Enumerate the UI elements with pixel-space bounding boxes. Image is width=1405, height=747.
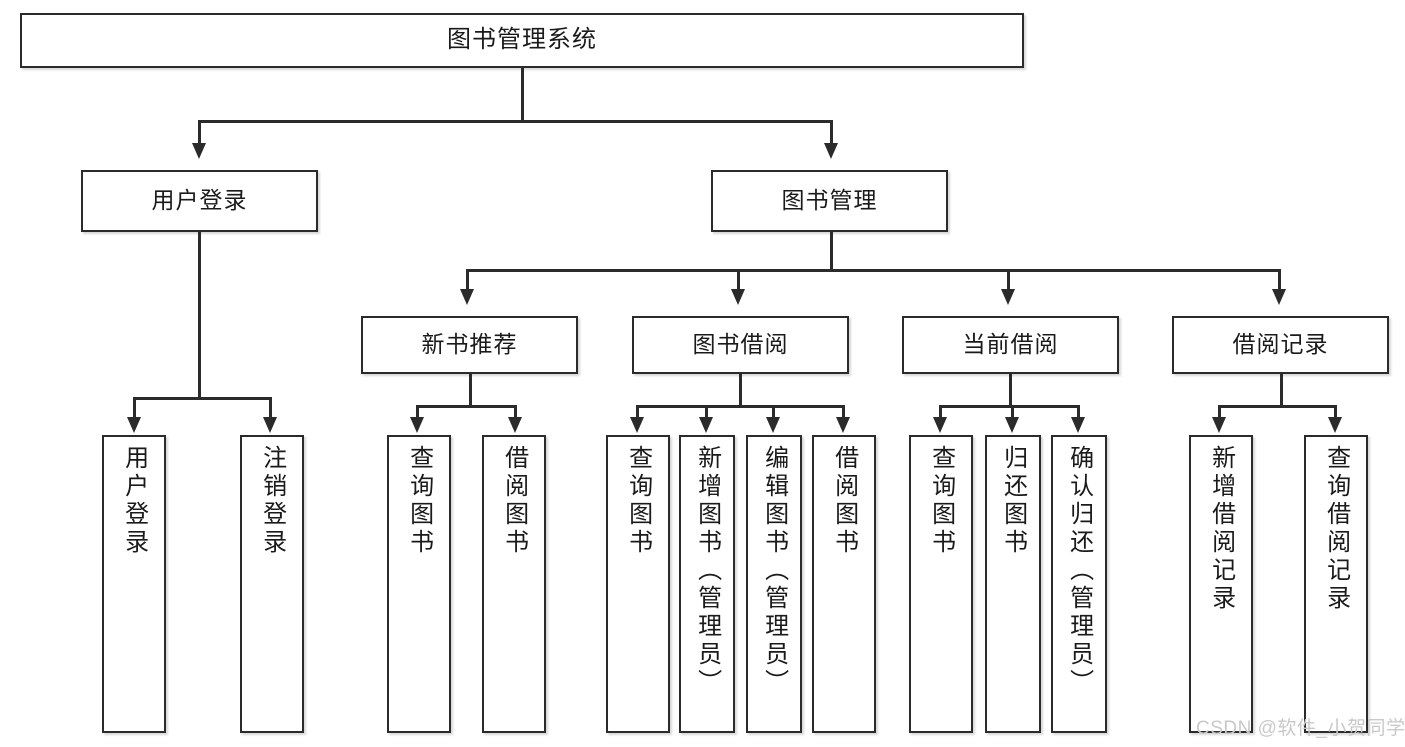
edge-cb-bus xyxy=(939,405,1080,408)
arrow-to-leaf-query-record xyxy=(1328,417,1342,433)
edge-user-login-drop-2 xyxy=(269,397,272,419)
node-leaf-confirm-return[interactable]: 确认归还（管理员） xyxy=(1051,435,1107,733)
edge-root-drop-book xyxy=(830,120,833,145)
arrow-to-leaf-add-book xyxy=(699,417,713,433)
edge-book-manage-drop-1 xyxy=(466,269,469,291)
node-leaf-return-book[interactable]: 归还图书 xyxy=(985,435,1041,733)
arrow-to-new-book-recommend xyxy=(460,289,474,305)
arrow-to-leaf-borrow-book xyxy=(836,417,850,433)
edge-nbr-drop-1 xyxy=(416,405,419,419)
edge-book-manage-bus xyxy=(466,269,1280,272)
arrow-to-current-borrow xyxy=(1001,289,1015,305)
node-leaf-borrow-book-rec-label: 借阅图书 xyxy=(500,445,528,557)
node-leaf-add-record[interactable]: 新增借阅记录 xyxy=(1189,435,1253,733)
node-leaf-return-book-label: 归还图书 xyxy=(999,445,1027,557)
edge-br-stem xyxy=(1280,374,1283,407)
arrow-to-leaf-borrow-book-rec xyxy=(508,417,522,433)
edge-cb-stem xyxy=(1009,374,1012,407)
node-leaf-query-book-rec[interactable]: 查询图书 xyxy=(387,435,451,733)
edge-root-stem xyxy=(521,68,524,121)
arrow-to-leaf-edit-book xyxy=(766,417,780,433)
node-user-login[interactable]: 用户登录 xyxy=(81,170,318,232)
node-leaf-query-book-borrow-label: 查询图书 xyxy=(624,445,652,557)
edge-root-bus xyxy=(198,120,832,123)
arrow-to-leaf-query-book-borrow xyxy=(630,417,644,433)
node-root-label: 图书管理系统 xyxy=(447,26,597,54)
edge-br-bus xyxy=(1218,405,1336,408)
node-root[interactable]: 图书管理系统 xyxy=(20,13,1024,68)
node-user-login-label: 用户登录 xyxy=(151,187,248,214)
arrow-to-borrow-record xyxy=(1272,289,1286,305)
node-leaf-edit-book-label: 编辑图书（管理员） xyxy=(760,445,788,697)
edge-book-manage-stem xyxy=(830,232,833,271)
node-new-book-recommend-label: 新书推荐 xyxy=(421,331,518,358)
arrow-to-leaf-return-book xyxy=(1005,417,1019,433)
edge-bb-stem xyxy=(739,374,742,407)
node-leaf-borrow-book-label: 借阅图书 xyxy=(830,445,858,557)
edge-bb-drop-1 xyxy=(636,405,639,419)
arrow-to-leaf-add-record xyxy=(1212,417,1226,433)
edge-bb-drop-3 xyxy=(772,405,775,419)
node-current-borrow[interactable]: 当前借阅 xyxy=(902,316,1119,374)
node-leaf-query-book-cur[interactable]: 查询图书 xyxy=(909,435,973,733)
arrow-to-user-login xyxy=(192,143,206,159)
arrow-to-book-manage xyxy=(824,143,838,159)
arrow-to-leaf-logout xyxy=(263,417,277,433)
node-leaf-logout-label: 注销登录 xyxy=(258,445,286,557)
arrow-to-leaf-query-book-cur xyxy=(933,417,947,433)
node-current-borrow-label: 当前借阅 xyxy=(962,331,1059,358)
edge-cb-drop-2 xyxy=(1011,405,1014,419)
edge-book-manage-drop-2 xyxy=(737,269,740,291)
node-leaf-query-record-label: 查询借阅记录 xyxy=(1322,445,1350,613)
node-borrow-record-label: 借阅记录 xyxy=(1232,331,1329,358)
node-leaf-confirm-return-label: 确认归还（管理员） xyxy=(1065,445,1093,697)
node-leaf-edit-book[interactable]: 编辑图书（管理员） xyxy=(746,435,802,733)
edge-br-drop-2 xyxy=(1334,405,1337,419)
node-book-borrow-label: 图书借阅 xyxy=(692,331,789,358)
node-leaf-query-book-rec-label: 查询图书 xyxy=(405,445,433,557)
edge-bb-drop-4 xyxy=(842,405,845,419)
node-leaf-query-book-borrow[interactable]: 查询图书 xyxy=(606,435,670,733)
node-book-manage[interactable]: 图书管理 xyxy=(711,170,948,232)
edge-bb-bus xyxy=(636,405,844,408)
edge-nbr-drop-2 xyxy=(514,405,517,419)
node-leaf-add-book-label: 新增图书（管理员） xyxy=(693,445,721,697)
node-leaf-user-login-label: 用户登录 xyxy=(120,445,148,557)
edge-br-drop-1 xyxy=(1218,405,1221,419)
arrow-to-leaf-query-book-rec xyxy=(410,417,424,433)
node-leaf-add-book[interactable]: 新增图书（管理员） xyxy=(679,435,735,733)
edge-nbr-bus xyxy=(416,405,517,408)
edge-user-login-bus xyxy=(133,397,271,400)
node-leaf-logout[interactable]: 注销登录 xyxy=(240,435,304,733)
edge-nbr-stem xyxy=(469,374,472,407)
edge-book-manage-drop-3 xyxy=(1007,269,1010,291)
csdn-watermark: CSDN @软件_小贺同学 xyxy=(1196,718,1405,739)
node-book-manage-label: 图书管理 xyxy=(781,187,878,214)
edge-user-login-stem xyxy=(198,232,201,399)
edge-book-manage-drop-4 xyxy=(1278,269,1281,291)
node-borrow-record[interactable]: 借阅记录 xyxy=(1172,316,1389,374)
node-leaf-borrow-book[interactable]: 借阅图书 xyxy=(812,435,876,733)
arrow-to-leaf-confirm-return xyxy=(1071,417,1085,433)
node-leaf-borrow-book-rec[interactable]: 借阅图书 xyxy=(482,435,546,733)
edge-user-login-drop-1 xyxy=(133,397,136,419)
node-leaf-query-book-cur-label: 查询图书 xyxy=(927,445,955,557)
arrow-to-book-borrow xyxy=(731,289,745,305)
edge-root-drop-user xyxy=(198,120,201,145)
node-new-book-recommend[interactable]: 新书推荐 xyxy=(361,316,578,374)
node-leaf-query-record[interactable]: 查询借阅记录 xyxy=(1304,435,1368,733)
node-leaf-user-login[interactable]: 用户登录 xyxy=(102,435,166,733)
node-book-borrow[interactable]: 图书借阅 xyxy=(632,316,849,374)
edge-cb-drop-3 xyxy=(1077,405,1080,419)
arrow-to-leaf-user-login xyxy=(127,417,141,433)
edge-bb-drop-2 xyxy=(705,405,708,419)
node-leaf-add-record-label: 新增借阅记录 xyxy=(1207,445,1235,613)
edge-cb-drop-1 xyxy=(939,405,942,419)
